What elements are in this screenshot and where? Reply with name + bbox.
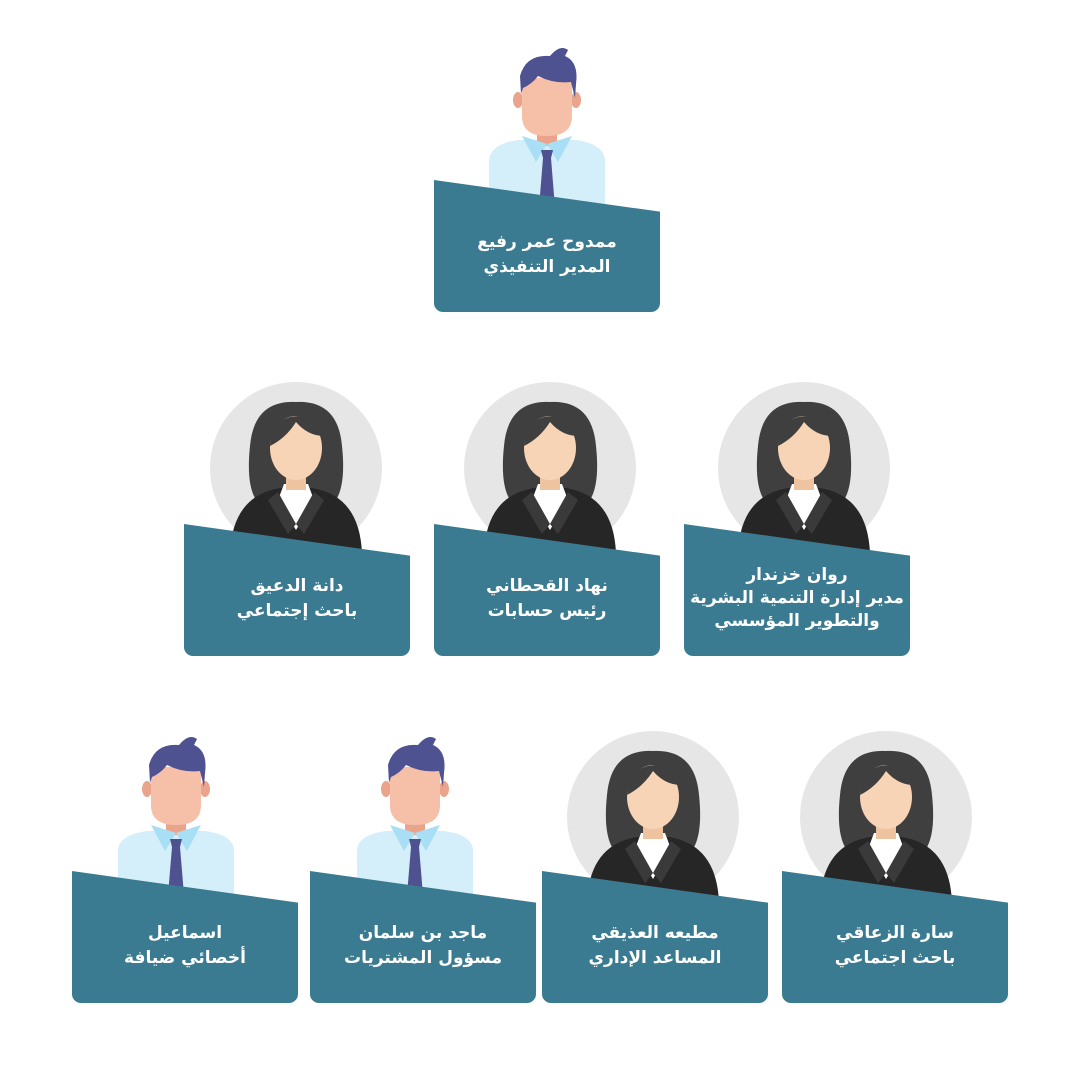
name-plate: روان خزندار مدير إدارة التنمية البشرية و… bbox=[684, 524, 910, 656]
org-card-majed: ماجد بن سلمان مسؤول المشتريات bbox=[310, 727, 536, 1003]
org-card-executive-director: ممدوح عمر رفيع المدير التنفيذي bbox=[434, 40, 660, 312]
org-card-sara: سارة الزعاقي باحث اجتماعي bbox=[782, 727, 1008, 1003]
person-name: مطيعه العذيقي bbox=[591, 923, 719, 943]
org-card-motia: مطيعه العذيقي المساعد الإداري bbox=[542, 727, 768, 1003]
person-name: سارة الزعاقي bbox=[836, 923, 954, 943]
person-title: باحث إجتماعي bbox=[236, 601, 358, 621]
person-name: نهاد القحطاني bbox=[486, 576, 608, 596]
person-name: روان خزندار bbox=[746, 565, 848, 585]
person-title-line2: والتطوير المؤسسي bbox=[714, 611, 880, 631]
person-name: ماجد بن سلمان bbox=[358, 923, 488, 943]
name-plate: ماجد بن سلمان مسؤول المشتريات bbox=[310, 871, 536, 1003]
person-name: ممدوح عمر رفيع bbox=[477, 232, 617, 252]
person-title: رئيس حسابات bbox=[487, 601, 607, 621]
org-card-rawan: روان خزندار مدير إدارة التنمية البشرية و… bbox=[684, 382, 910, 656]
female-avatar-icon bbox=[210, 382, 382, 554]
female-avatar-icon bbox=[464, 382, 636, 554]
person-title: المساعد الإداري bbox=[588, 948, 722, 968]
person-title: مسؤول المشتريات bbox=[344, 948, 502, 968]
org-card-ismail: اسماعيل أخصائي ضيافة bbox=[72, 727, 298, 1003]
female-avatar-icon bbox=[800, 731, 972, 903]
female-avatar-icon bbox=[718, 382, 890, 554]
name-plate: دانة الدعيق باحث إجتماعي bbox=[184, 524, 410, 656]
person-title: مدير إدارة التنمية البشرية bbox=[690, 588, 904, 608]
person-name: دانة الدعيق bbox=[250, 576, 344, 596]
name-plate: نهاد القحطاني رئيس حسابات bbox=[434, 524, 660, 656]
person-title: المدير التنفيذي bbox=[483, 257, 611, 277]
person-name: اسماعيل bbox=[147, 923, 223, 943]
person-title: باحث اجتماعي bbox=[834, 948, 956, 968]
org-card-dana: دانة الدعيق باحث إجتماعي bbox=[184, 382, 410, 656]
person-title: أخصائي ضيافة bbox=[124, 948, 246, 968]
org-card-nahad: نهاد القحطاني رئيس حسابات bbox=[434, 382, 660, 656]
